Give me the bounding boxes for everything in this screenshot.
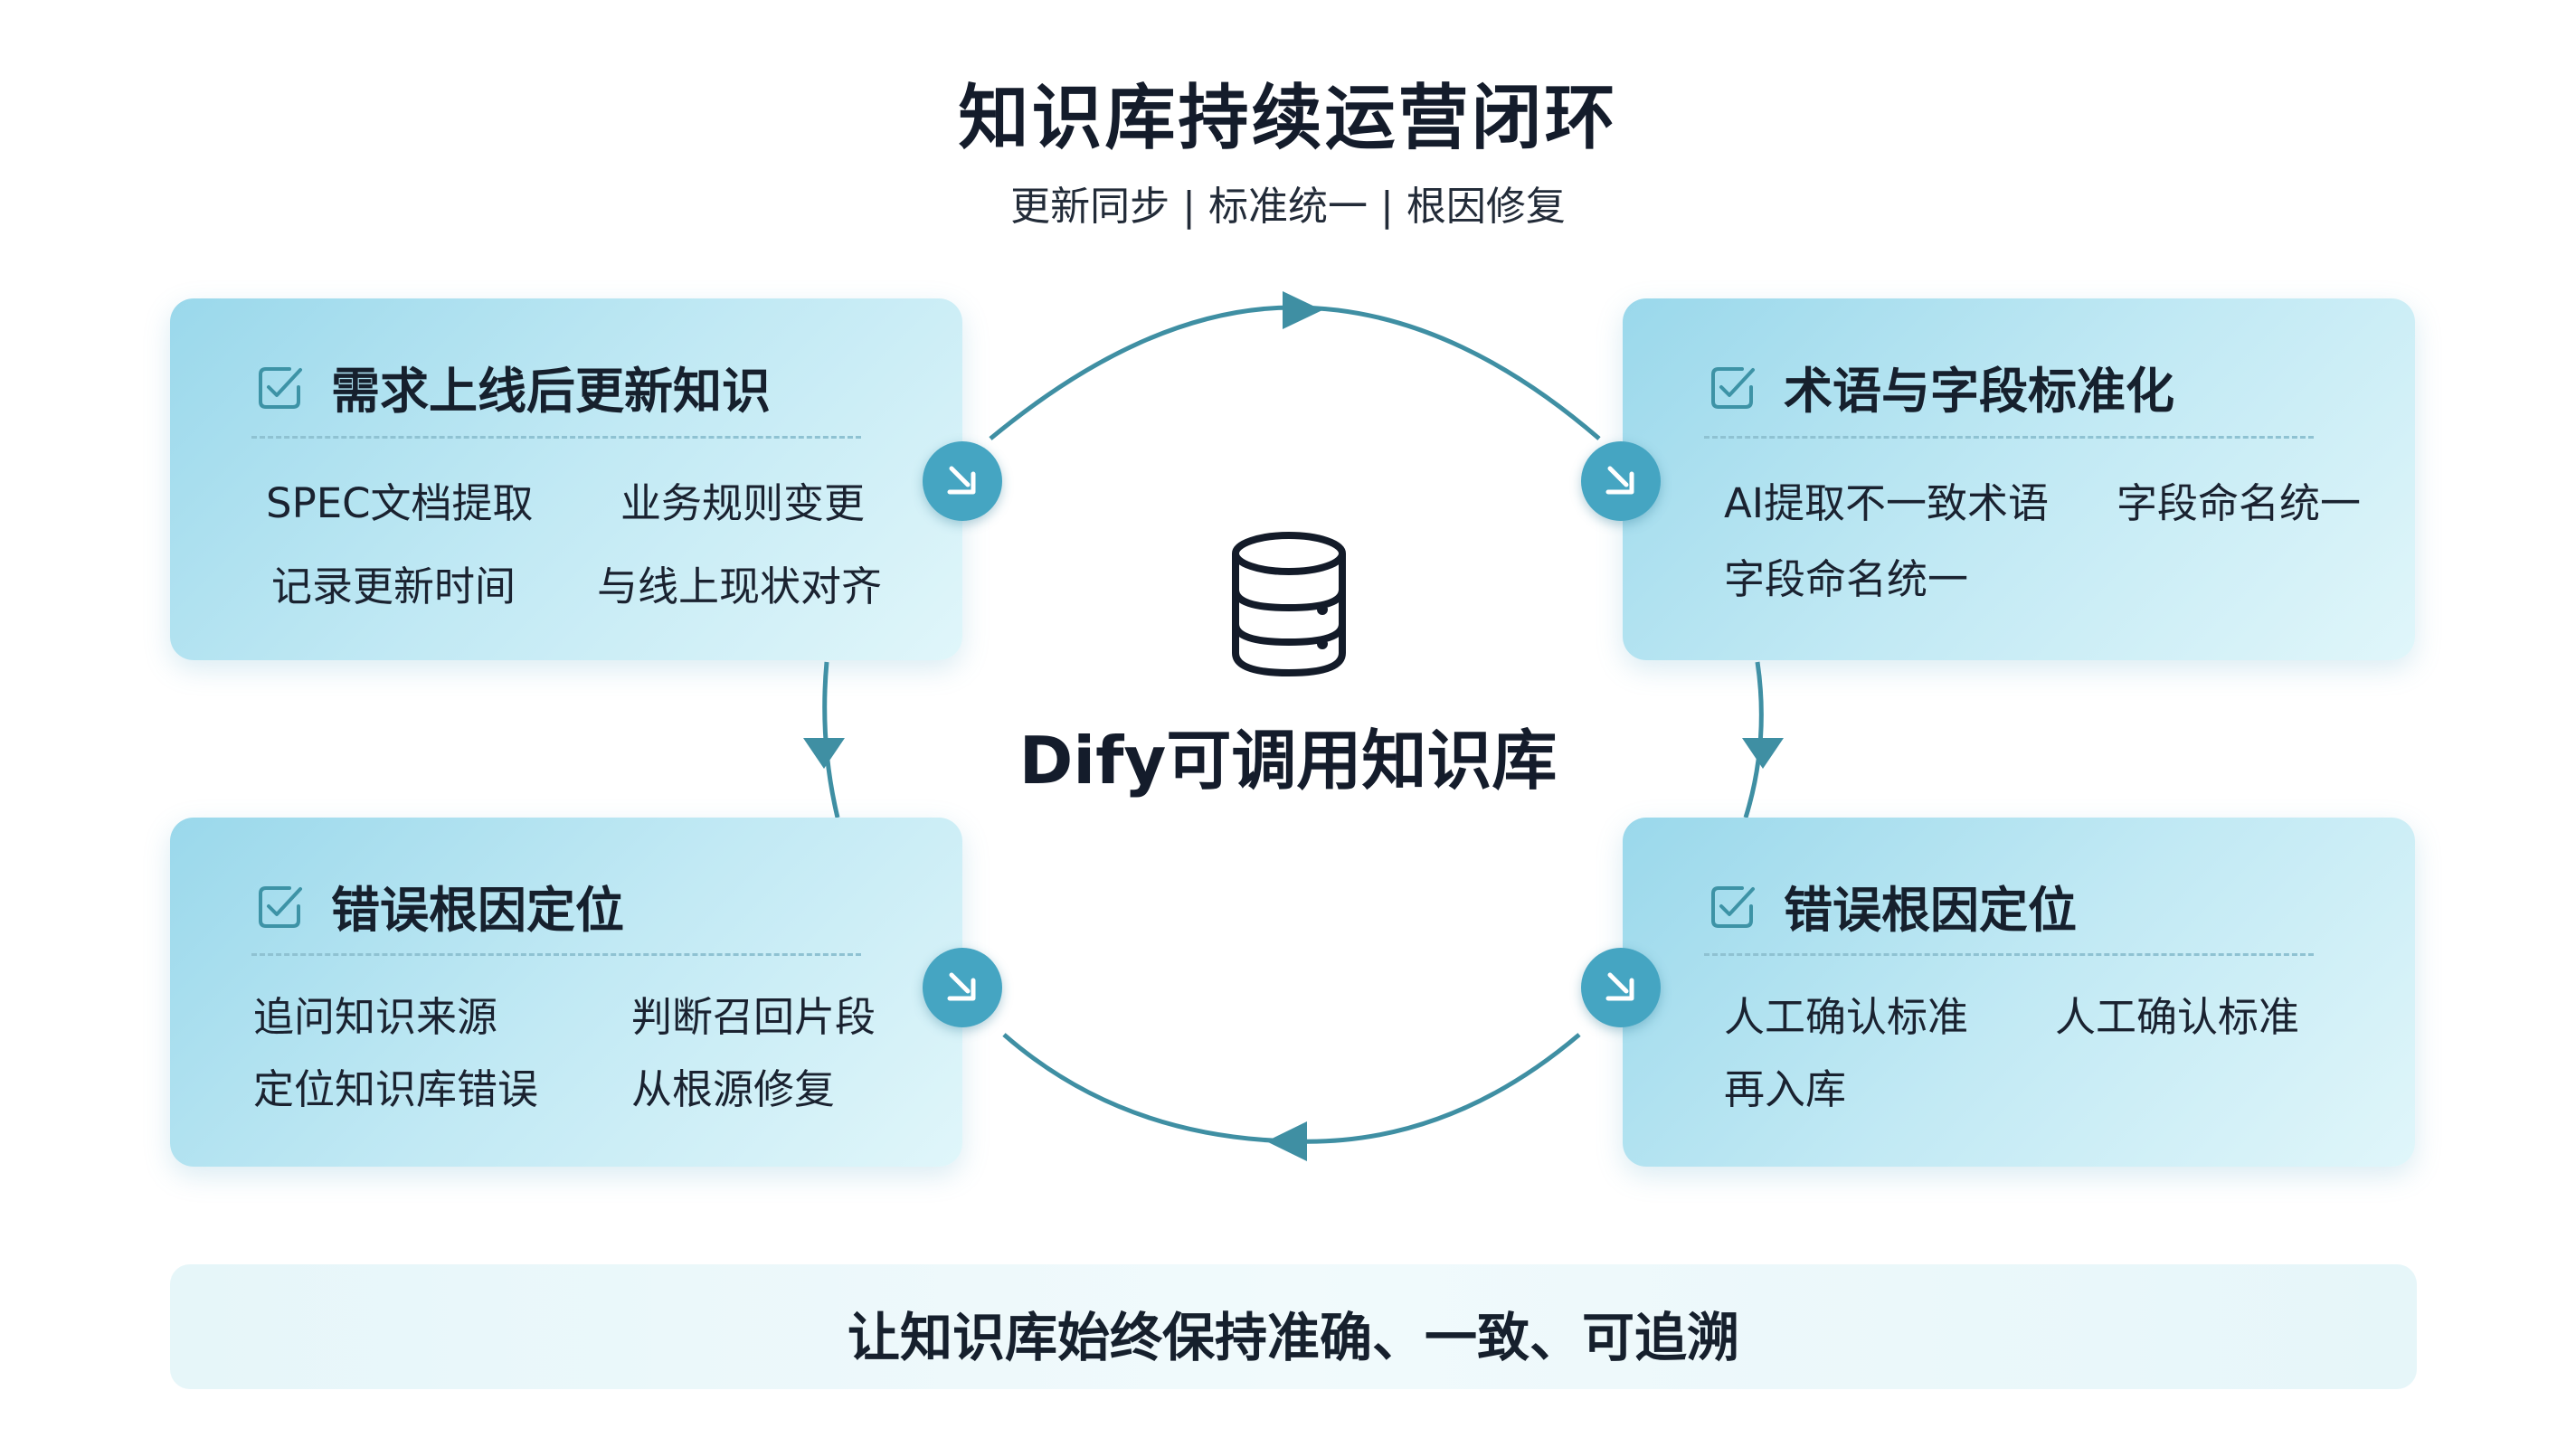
flow-arc-top bbox=[989, 305, 1601, 440]
subtitle-separator: | bbox=[1182, 184, 1196, 230]
flow-arrow-left bbox=[803, 738, 845, 769]
subtitle-part-standard: 标准统一 bbox=[1208, 184, 1368, 230]
card-title: 错误根因定位 bbox=[331, 882, 624, 939]
page-title: 知识库持续运营闭环 bbox=[958, 78, 1618, 159]
download-badge-top-left bbox=[923, 441, 1002, 521]
arrow-down-right-icon bbox=[947, 466, 976, 495]
database-icon bbox=[1232, 532, 1346, 676]
card-item: 从根源修复 bbox=[631, 1065, 836, 1113]
download-badge-bottom-left bbox=[923, 948, 1002, 1027]
subtitle-separator: | bbox=[1380, 184, 1394, 230]
flow-arc-bottom bbox=[1002, 1033, 1581, 1144]
checklist-edit-icon bbox=[259, 366, 302, 409]
card-item: 字段命名统一 bbox=[1724, 555, 1969, 603]
card-header: 错误根因定位 bbox=[255, 870, 624, 941]
card-divider bbox=[251, 436, 861, 439]
card-root-cause-left: 错误根因定位 追问知识来源 判断召回片段 定位知识库错误 从根源修复 bbox=[170, 818, 962, 1167]
subtitle-part-rootcause: 根因修复 bbox=[1406, 184, 1566, 230]
card-item: 定位知识库错误 bbox=[253, 1065, 539, 1113]
card-item: SPEC文档提取 bbox=[266, 479, 534, 527]
checklist-edit-icon bbox=[259, 885, 302, 928]
card-term-standardization: 术语与字段标准化 AI提取不一致术语 字段命名统一 字段命名统一 bbox=[1623, 298, 2415, 660]
card-item: 与线上现状对齐 bbox=[597, 563, 883, 610]
card-title: 错误根因定位 bbox=[1784, 882, 2077, 939]
arrow-down-right-icon bbox=[1605, 466, 1634, 495]
card-item: 追问知识来源 bbox=[253, 993, 498, 1041]
card-item: 再入库 bbox=[1724, 1065, 1847, 1113]
card-divider bbox=[1704, 953, 2314, 956]
center-knowledge-base-label: Dify可调用知识库 bbox=[1018, 723, 1558, 799]
arrow-down-right-icon bbox=[947, 972, 976, 1001]
card-item: 业务规则变更 bbox=[620, 479, 866, 527]
card-header: 需求上线后更新知识 bbox=[255, 351, 771, 422]
card-title: 术语与字段标准化 bbox=[1784, 363, 2174, 420]
card-divider bbox=[1704, 436, 2314, 439]
arrow-down-right-icon bbox=[1605, 972, 1634, 1001]
card-divider bbox=[251, 953, 861, 956]
card-item: 人工确认标准 bbox=[2055, 993, 2300, 1041]
card-header: 术语与字段标准化 bbox=[1708, 351, 2174, 422]
subtitle-part-sync: 更新同步 bbox=[1010, 184, 1170, 230]
checklist-edit-icon bbox=[1711, 885, 1755, 928]
download-badge-top-right bbox=[1581, 441, 1661, 521]
card-update-knowledge: 需求上线后更新知识 SPEC文档提取 业务规则变更 记录更新时间 与线上现状对齐 bbox=[170, 298, 962, 660]
card-header: 错误根因定位 bbox=[1708, 870, 2077, 941]
download-badge-bottom-right bbox=[1581, 948, 1661, 1027]
card-title: 需求上线后更新知识 bbox=[331, 363, 771, 420]
page-subtitle: 更新同步 | 标准统一 | 根因修复 bbox=[0, 174, 2576, 232]
checklist-edit-icon bbox=[1711, 366, 1755, 409]
card-item: 人工确认标准 bbox=[1724, 993, 1969, 1041]
summary-banner: 让知识库始终保持准确、一致、可追溯 bbox=[170, 1264, 2417, 1389]
flow-arrow-top bbox=[1283, 291, 1322, 329]
summary-text: 让知识库始终保持准确、一致、可追溯 bbox=[847, 1307, 1739, 1368]
card-root-cause-right: 错误根因定位 人工确认标准 人工确认标准 再入库 bbox=[1623, 818, 2415, 1167]
card-item: 记录更新时间 bbox=[271, 563, 516, 610]
flow-arrow-bottom bbox=[1266, 1121, 1307, 1161]
card-item: AI提取不一致术语 bbox=[1724, 479, 2050, 527]
card-item: 字段命名统一 bbox=[2117, 479, 2362, 527]
flow-arrow-right bbox=[1742, 738, 1784, 769]
card-item: 判断召回片段 bbox=[631, 993, 876, 1041]
